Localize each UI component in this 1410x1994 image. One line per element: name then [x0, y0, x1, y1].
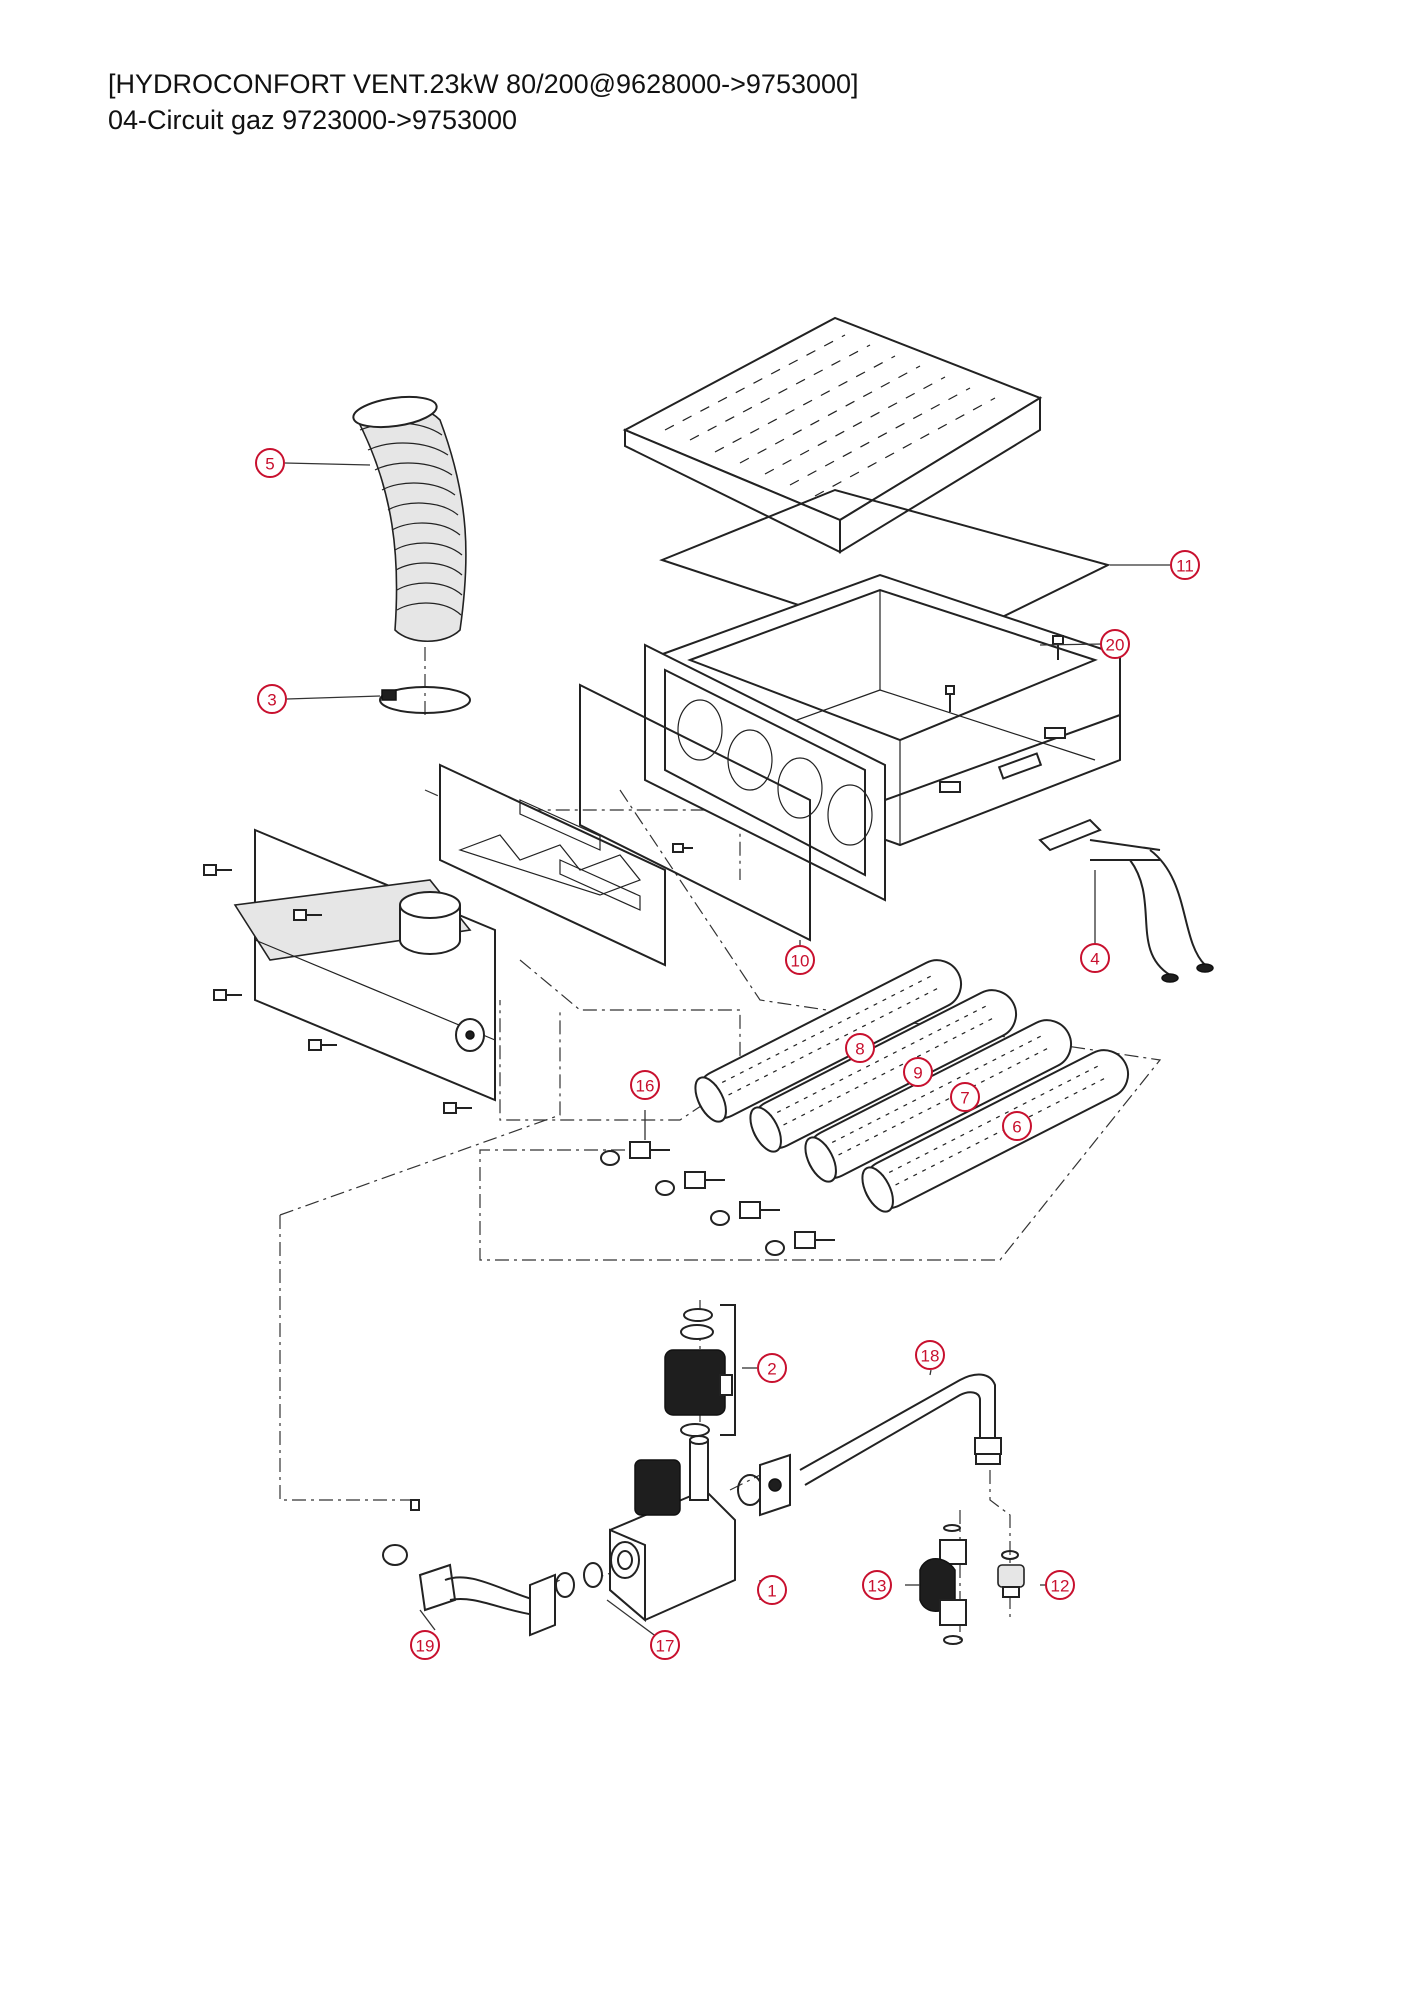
gas-pipe — [799, 1373, 1002, 1486]
callout-label: 16 — [636, 1077, 655, 1096]
callout-19: 19 — [410, 1630, 440, 1660]
gas-valve — [609, 1435, 791, 1623]
callout-circle — [257, 684, 287, 714]
page-header: [HYDROCONFORT VENT.23kW 80/200@9628000->… — [108, 66, 859, 138]
callout-label: 13 — [868, 1577, 887, 1596]
callout-5: 5 — [255, 448, 285, 478]
callout-17: 17 — [650, 1630, 680, 1660]
cover-plate — [622, 316, 1043, 554]
callout-label: 20 — [1106, 636, 1125, 655]
callout-circle — [410, 1630, 440, 1660]
callout-circle — [845, 1033, 875, 1063]
callout-circle — [757, 1575, 787, 1605]
callout-18: 18 — [915, 1340, 945, 1370]
callout-label: 19 — [416, 1637, 435, 1656]
callout-label: 7 — [960, 1089, 969, 1108]
callout-13: 13 — [862, 1570, 892, 1600]
callout-11: 11 — [1170, 550, 1200, 580]
callout-circle — [1002, 1111, 1032, 1141]
gas-pipe-inlet — [382, 1499, 603, 1637]
callout-label: 2 — [767, 1360, 776, 1379]
callout-circle — [1045, 1570, 1075, 1600]
combustion-chamber — [644, 573, 1121, 902]
callout-7: 7 — [950, 1082, 980, 1112]
callout-label: 3 — [267, 691, 276, 710]
callout-4: 4 — [1080, 943, 1110, 973]
callout-label: 4 — [1090, 950, 1099, 969]
injectors — [600, 1141, 835, 1256]
flexible-duct — [352, 395, 467, 642]
burner-tubes — [694, 959, 1130, 1213]
callout-3: 3 — [257, 684, 287, 714]
callout-label: 8 — [855, 1040, 864, 1059]
callout-label: 10 — [791, 952, 810, 971]
document-subtitle: 04-Circuit gaz 9723000->9753000 — [108, 105, 518, 135]
hose-clamp — [379, 686, 471, 714]
callout-label: 6 — [1012, 1118, 1021, 1137]
draft-hood — [233, 828, 496, 1102]
callout-circle — [862, 1570, 892, 1600]
callout-circle — [650, 1630, 680, 1660]
callout-9: 9 — [903, 1057, 933, 1087]
callout-10: 10 — [785, 945, 815, 975]
screws — [203, 635, 1064, 1114]
burner-tube — [694, 959, 963, 1123]
gas-fitting — [997, 1550, 1025, 1598]
callout-circle — [1170, 550, 1200, 580]
callout-label: 11 — [1176, 557, 1194, 576]
callout-circle — [1100, 629, 1130, 659]
callout-circle — [1080, 943, 1110, 973]
gas-tap — [919, 1524, 967, 1645]
document-title: [HYDROCONFORT VENT.23kW 80/200@9628000->… — [108, 69, 859, 99]
callout-circle — [630, 1070, 660, 1100]
callout-circle — [915, 1340, 945, 1370]
callout-label: 5 — [265, 455, 274, 474]
callout-circle — [757, 1353, 787, 1383]
callout-20: 20 — [1100, 629, 1130, 659]
burner-tube — [861, 1049, 1130, 1213]
inspection-window — [579, 683, 811, 942]
callout-2: 2 — [757, 1353, 787, 1383]
callout-circle — [950, 1082, 980, 1112]
callout-circle — [785, 945, 815, 975]
valve-coil — [664, 1304, 736, 1437]
callout-label: 12 — [1051, 1577, 1070, 1596]
callout-1: 1 — [757, 1575, 787, 1605]
callout-16: 16 — [630, 1070, 660, 1100]
callout-label: 18 — [921, 1347, 940, 1366]
callout-6: 6 — [1002, 1111, 1032, 1141]
callout-label: 17 — [656, 1637, 675, 1656]
callout-8: 8 — [845, 1033, 875, 1063]
callout-circle — [255, 448, 285, 478]
callout-12: 12 — [1045, 1570, 1075, 1600]
callout-label: 9 — [913, 1064, 922, 1083]
heat-shield — [439, 763, 666, 967]
callout-circle — [903, 1057, 933, 1087]
callout-label: 1 — [767, 1582, 776, 1601]
ignition-electrode — [1038, 818, 1214, 983]
